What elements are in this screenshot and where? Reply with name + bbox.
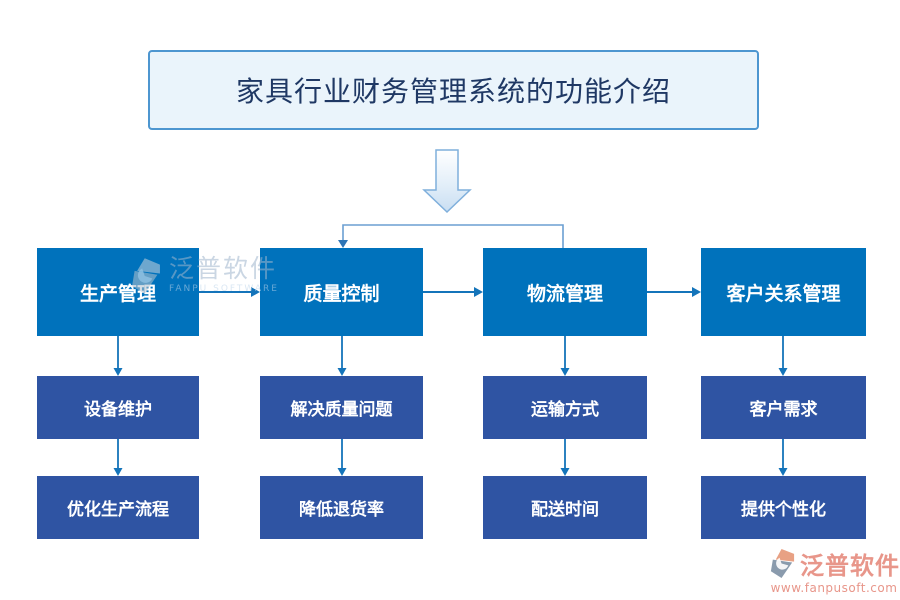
node-optimize-production-flow: 优化生产流程 [37,476,199,539]
loop-connector [338,224,564,248]
box-label: 降低退货率 [299,500,384,520]
box-label: 设备维护 [84,400,152,420]
box-label: 物流管理 [526,282,603,305]
box-label: 运输方式 [531,400,599,420]
node-logistics-management: 物流管理 [483,248,647,336]
arrow-col2-down-2 [337,439,347,476]
box-label: 解决质量问题 [290,400,393,420]
arrow-production-to-quality [199,287,260,297]
node-transport-mode: 运输方式 [483,376,647,439]
node-solve-quality-issues: 解决质量问题 [260,376,423,439]
node-quality-control: 质量控制 [260,248,423,336]
arrow-col1-down-1 [113,336,123,376]
footer-brand-name: 泛普软件 [800,551,900,580]
arrow-col1-down-2 [113,439,123,476]
box-label: 优化生产流程 [67,500,169,520]
box-label: 质量控制 [303,282,380,305]
box-label: 配送时间 [531,500,599,520]
arrow-quality-to-logistics [423,287,483,297]
node-reduce-return-rate: 降低退货率 [260,476,423,539]
node-equipment-maintenance: 设备维护 [37,376,199,439]
arrow-col2-down-1 [337,336,347,376]
node-crm: 客户关系管理 [701,248,866,336]
arrow-col3-down-2 [560,439,570,476]
footer-brand: 泛普软件 www.fanpusoft.com [768,546,900,595]
arrow-col3-down-1 [560,336,570,376]
arrow-col4-down-2 [778,439,788,476]
box-label: 生产管理 [79,282,156,305]
box-label: 客户需求 [749,400,818,420]
node-provide-personalization: 提供个性化 [701,476,866,539]
node-delivery-time: 配送时间 [483,476,647,539]
big-down-arrow [422,149,472,214]
node-customer-needs: 客户需求 [701,376,866,439]
arrow-col4-down-1 [778,336,788,376]
fanpu-logo-icon [770,549,795,578]
arrow-logistics-to-crm [647,287,701,297]
page-title: 家具行业财务管理系统的功能介绍 [235,75,671,108]
box-label: 提供个性化 [741,500,826,520]
box-label: 客户关系管理 [726,282,841,305]
node-production-management: 生产管理 [37,248,199,336]
footer-website: www.fanpusoft.com [770,581,898,595]
title-box: 家具行业财务管理系统的功能介绍 [148,50,759,130]
